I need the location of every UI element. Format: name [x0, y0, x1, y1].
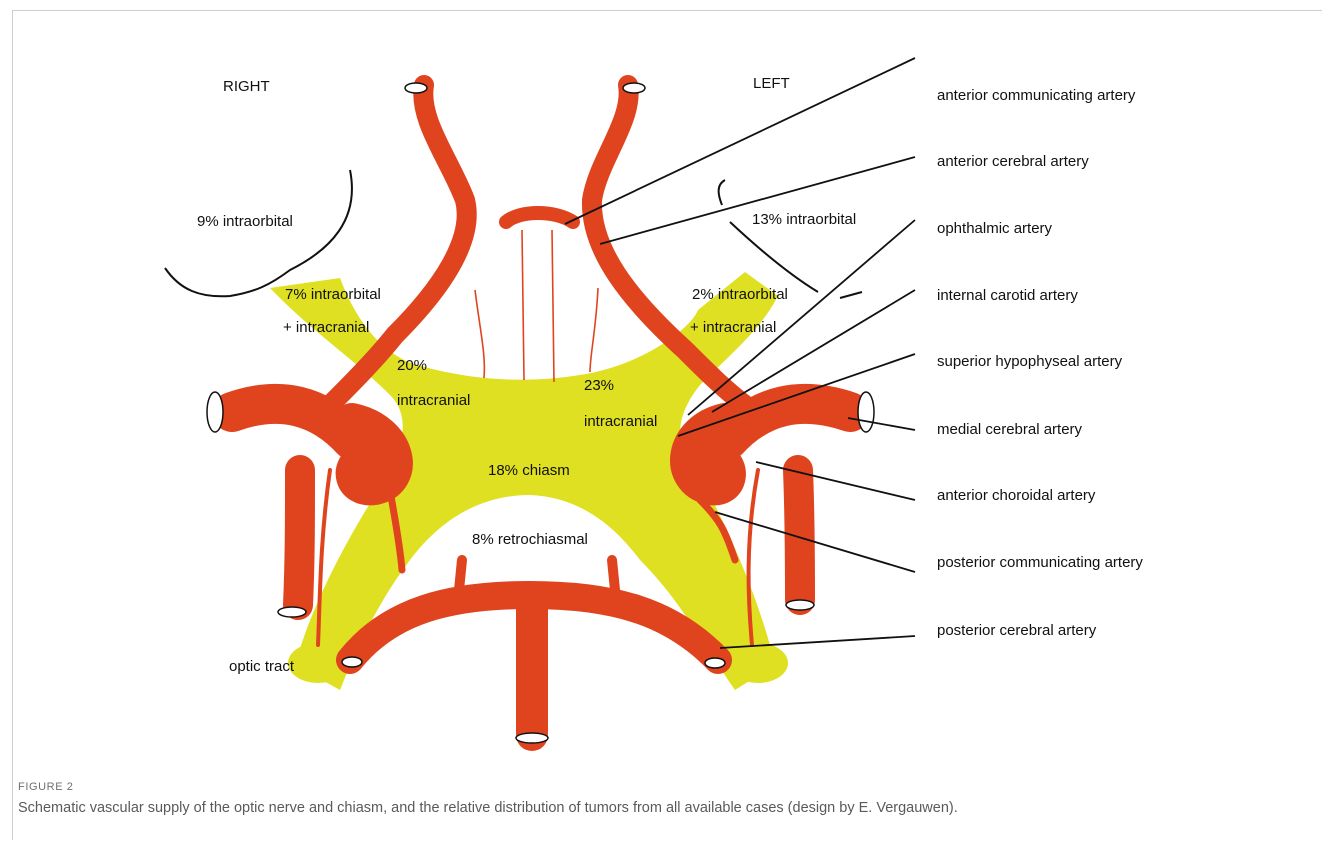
left-intraorbital-label: 13% intraorbital — [752, 211, 856, 228]
leader-anterior-cerebral-artery — [600, 157, 915, 244]
right-intraorbital-intracranial-label-2: + intracranial — [283, 319, 369, 336]
right-side-label: RIGHT — [223, 78, 270, 95]
orbit-outlines — [165, 170, 862, 298]
left-intraorbital-intracranial-label-1: 2% intraorbital — [692, 286, 788, 303]
label-internal-carotid-artery: internal carotid artery — [937, 287, 1078, 304]
left-side-label: LEFT — [753, 75, 790, 92]
left-optic-tract-end — [728, 643, 788, 683]
label-medial-cerebral-artery: medial cerebral artery — [937, 421, 1083, 438]
chiasm-label: 18% chiasm — [488, 462, 570, 479]
left-orbit-dash — [840, 292, 862, 298]
left-intracranial-label-2: intracranial — [584, 413, 657, 430]
label-anterior-cerebral-artery: anterior cerebral artery — [937, 153, 1089, 170]
leader-posterior-communicating-artery — [715, 512, 915, 572]
leader-anterior-choroidal-artery — [756, 462, 915, 500]
right-intracranial-label-2: intracranial — [397, 392, 470, 409]
figure-caption: Schematic vascular supply of the optic n… — [18, 800, 958, 816]
anterior-communicating-artery — [506, 213, 573, 222]
right-internal-carotid-artery — [298, 470, 300, 605]
right-orbit-outline — [165, 170, 352, 296]
right-medial-cerebral-artery — [232, 404, 352, 440]
left-intracranial-label-1: 23% — [584, 377, 614, 394]
label-superior-hypophyseal-artery: superior hypophyseal artery — [937, 353, 1123, 370]
right-intraorbital-intracranial-label-1: 7% intraorbital — [285, 286, 381, 303]
left-internal-carotid-artery — [798, 470, 800, 600]
left-intraorbital-intracranial-label-2: + intracranial — [690, 319, 776, 336]
artery-labels: anterior communicating artery anterior c… — [937, 87, 1143, 639]
right-intraorbital-label: 9% intraorbital — [197, 213, 293, 230]
retrochiasmal-label: 8% retrochiasmal — [472, 531, 588, 548]
label-anterior-communicating-artery: anterior communicating artery — [937, 87, 1136, 104]
right-carotid-loop — [352, 420, 396, 488]
label-posterior-cerebral-artery: posterior cerebral artery — [937, 622, 1097, 639]
perforating-vessels — [475, 230, 598, 382]
label-ophthalmic-artery: ophthalmic artery — [937, 220, 1053, 237]
left-medial-cerebral-artery — [728, 404, 850, 440]
right-p1-branch — [458, 560, 462, 600]
label-posterior-communicating-artery: posterior communicating artery — [937, 554, 1143, 571]
label-anterior-choroidal-artery: anterior choroidal artery — [937, 487, 1096, 504]
right-intracranial-label-1: 20% — [397, 357, 427, 374]
figure-number: FIGURE 2 — [18, 781, 74, 793]
optic-tract-label: optic tract — [229, 658, 295, 675]
left-p1-branch — [612, 560, 616, 600]
